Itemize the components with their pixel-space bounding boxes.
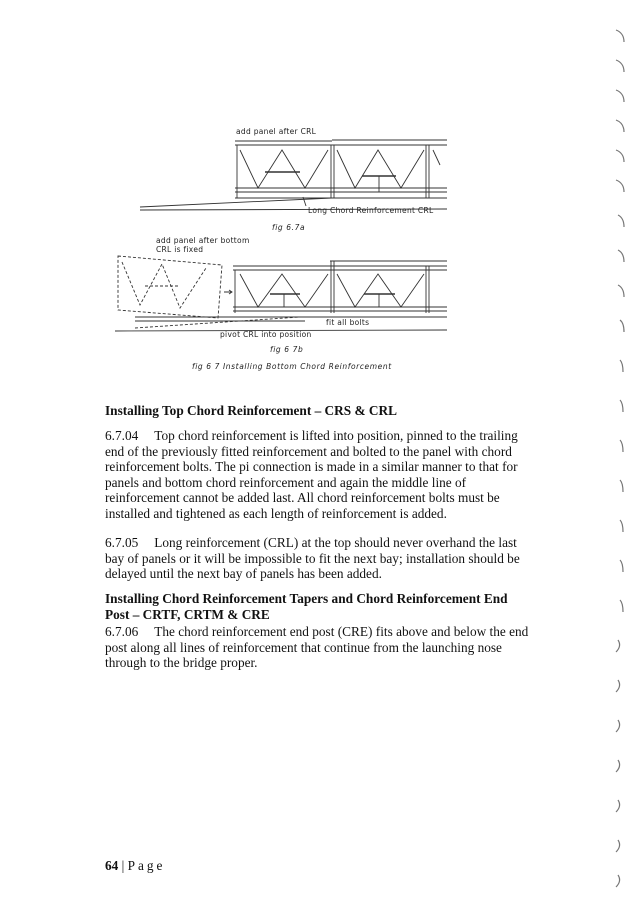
section-heading-top-chord: Installing Top Chord Reinforcement – CRS… bbox=[105, 403, 397, 418]
figure-caption: fig 6 7 Installing Bottom Chord Reinforc… bbox=[192, 362, 392, 371]
fig-a-label-add-panel: add panel after CRL bbox=[236, 127, 317, 136]
binding-ring-marks bbox=[615, 29, 625, 888]
fig-b-caption: fig 6 7b bbox=[270, 345, 304, 354]
page-footer: 64 | Page bbox=[105, 858, 165, 874]
section-heading-tapers: Installing Chord Reinforcement Tapers an… bbox=[105, 591, 508, 622]
fig-a-label-crl: Long Chord Reinforcement CRL bbox=[308, 206, 434, 215]
page-word: Page bbox=[127, 858, 166, 873]
footer-separator: | bbox=[118, 858, 128, 873]
truss-figure-b bbox=[114, 255, 448, 332]
paragraph-text: The chord reinforcement end post (CRE) f… bbox=[105, 624, 529, 671]
fig-b-label-pivot: pivot CRL into position bbox=[220, 330, 312, 339]
paragraph-number: 6.7.04 bbox=[105, 428, 139, 443]
fig-b-label-add-panel-line1: add panel after bottom bbox=[156, 236, 250, 245]
paragraph-number: 6.7.05 bbox=[105, 535, 139, 550]
fig-a-caption: fig 6.7a bbox=[272, 223, 306, 232]
paragraph-text: Top chord reinforcement is lifted into p… bbox=[105, 428, 518, 521]
paragraph-text: Long reinforcement (CRL) at the top shou… bbox=[105, 535, 520, 582]
paragraph-number: 6.7.06 bbox=[105, 624, 139, 639]
page-number: 64 bbox=[105, 858, 119, 873]
fig-b-label-fit-bolts: fit all bolts bbox=[326, 318, 370, 327]
fig-b-label-add-panel-line2: CRL is fixed bbox=[156, 245, 204, 254]
truss-figure-a bbox=[139, 139, 448, 211]
